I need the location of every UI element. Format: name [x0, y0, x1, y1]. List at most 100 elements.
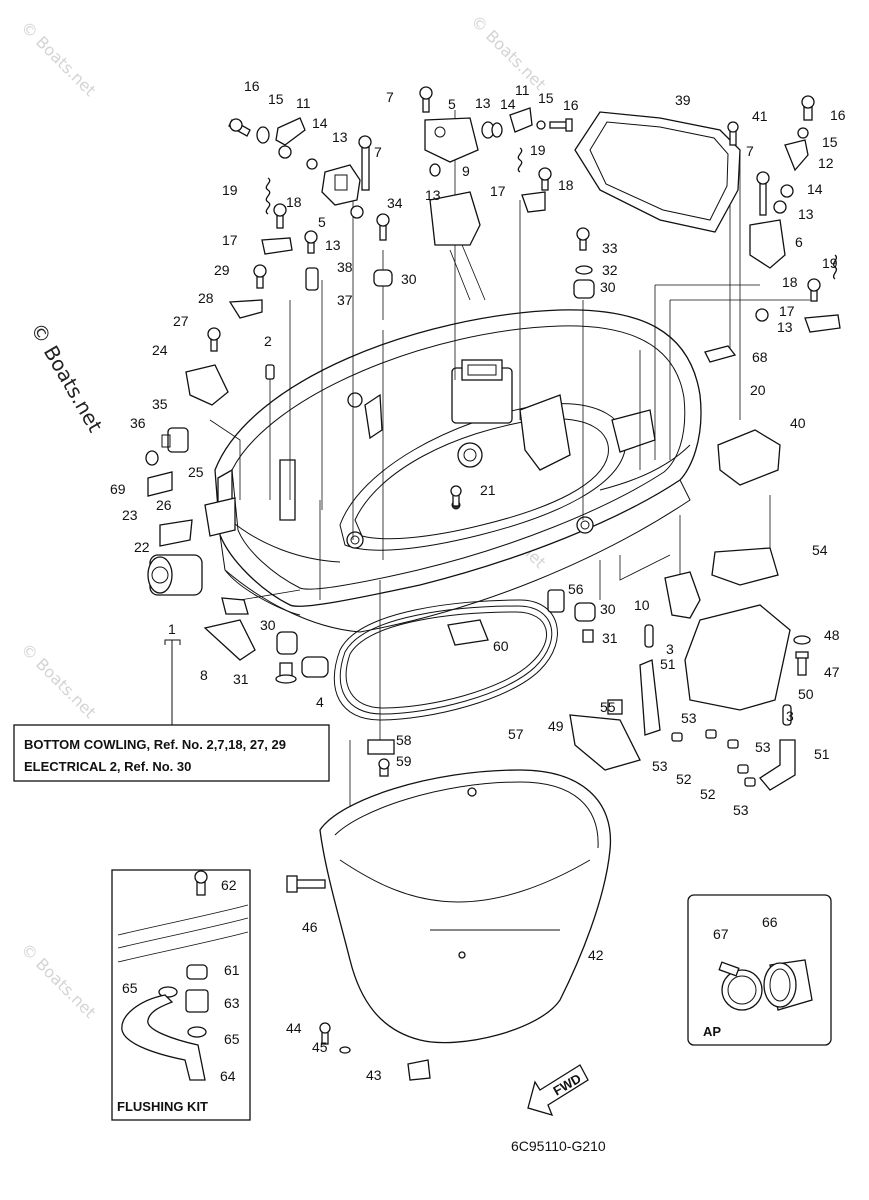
- callout-35: 35: [152, 396, 168, 412]
- callout-15: 15: [822, 134, 838, 150]
- callout-18: 18: [782, 274, 798, 290]
- callout-14: 14: [312, 115, 328, 131]
- callout-13: 13: [325, 237, 341, 253]
- callout-65: 65: [122, 980, 138, 996]
- callout-16: 16: [244, 78, 260, 94]
- callout-9: 9: [462, 163, 470, 179]
- callout-32: 32: [602, 262, 618, 278]
- callout-17: 17: [222, 232, 238, 248]
- callout-19: 19: [222, 182, 238, 198]
- callout-62: 62: [221, 877, 237, 893]
- callout-31: 31: [233, 671, 249, 687]
- callout-53: 53: [733, 802, 749, 818]
- watermark: © Boats.net: [17, 639, 99, 721]
- callout-51: 51: [814, 746, 830, 762]
- callout-45: 45: [312, 1039, 328, 1055]
- callout-1-label: 1: [168, 621, 176, 637]
- callout-13: 13: [798, 206, 814, 222]
- callout-4: 4: [316, 694, 324, 710]
- callout-58: 58: [396, 732, 412, 748]
- callout-59: 59: [396, 753, 412, 769]
- fwd-arrow-icon: [527, 1064, 589, 1116]
- callout-12: 12: [818, 155, 834, 171]
- watermark: © Boats.net: [467, 11, 549, 93]
- ap-label: AP: [703, 1024, 721, 1039]
- callout-24: 24: [152, 342, 168, 358]
- callout-17: 17: [490, 183, 506, 199]
- callout-16: 16: [830, 107, 846, 123]
- callout-5: 5: [448, 96, 456, 112]
- callout-57: 57: [508, 726, 524, 742]
- callout-37: 37: [337, 292, 353, 308]
- callout-29: 29: [214, 262, 230, 278]
- ap-inset: AP: [687, 894, 832, 1046]
- callout-13: 13: [425, 187, 441, 203]
- callout-13: 13: [475, 95, 491, 111]
- callout-66: 66: [762, 914, 778, 930]
- callout-31: 31: [602, 630, 618, 646]
- callout-48: 48: [824, 627, 840, 643]
- callout-18: 18: [558, 177, 574, 193]
- callout-7: 7: [374, 144, 382, 160]
- callout-69: 69: [110, 481, 126, 497]
- flushing-kit-label: FLUSHING KIT: [117, 1099, 208, 1114]
- callout-23: 23: [122, 507, 138, 523]
- callout-43: 43: [366, 1067, 382, 1083]
- callout-56: 56: [568, 581, 584, 597]
- callout-44: 44: [286, 1020, 302, 1036]
- callout-13: 13: [777, 319, 793, 335]
- callout-21: 21: [480, 482, 496, 498]
- reference-line-2: ELECTRICAL 2, Ref. No. 30: [24, 759, 191, 774]
- diagram-code: 6C95110-G210: [511, 1138, 606, 1154]
- callout-15: 15: [538, 90, 554, 106]
- callout-30: 30: [600, 279, 616, 295]
- lower-apron-drawing: [286, 769, 612, 1116]
- callout-27: 27: [173, 313, 189, 329]
- callout-39: 39: [675, 92, 691, 108]
- callout-49: 49: [548, 718, 564, 734]
- callout-52: 52: [676, 771, 692, 787]
- callout-26: 26: [156, 497, 172, 513]
- callout-30: 30: [401, 271, 417, 287]
- callout-11: 11: [296, 95, 311, 111]
- callout-3: 3: [666, 641, 674, 657]
- callout-22: 22: [134, 539, 150, 555]
- callout-16: 16: [563, 97, 579, 113]
- callout-64: 64: [220, 1068, 236, 1084]
- callout-53: 53: [681, 710, 697, 726]
- callout-36: 36: [130, 415, 146, 431]
- callout-25: 25: [188, 464, 204, 480]
- callout-38: 38: [337, 259, 353, 275]
- callout-53: 53: [755, 739, 771, 755]
- watermark: © Boats.net: [17, 939, 99, 1021]
- callout-68: 68: [752, 349, 768, 365]
- callout-42: 42: [588, 947, 604, 963]
- callout-7: 7: [386, 89, 394, 105]
- assembly-lines: [209, 110, 810, 870]
- flushing-kit-inset: FLUSHING KIT: [111, 869, 251, 1121]
- callout-54: 54: [812, 542, 828, 558]
- callout-14: 14: [807, 181, 823, 197]
- callout-46: 46: [302, 919, 318, 935]
- callout-63: 63: [224, 995, 240, 1011]
- reference-line-1: BOTTOM COWLING, Ref. No. 2,7,18, 27, 29: [24, 737, 286, 752]
- callout-50: 50: [798, 686, 814, 702]
- callout-3: 3: [786, 708, 794, 724]
- callout-40: 40: [790, 415, 806, 431]
- callout-60: 60: [493, 638, 509, 654]
- callout-19: 19: [822, 255, 838, 271]
- callout-20: 20: [750, 382, 766, 398]
- callout-19: 19: [530, 142, 546, 158]
- callout-5: 5: [318, 214, 326, 230]
- callout-13: 13: [332, 129, 348, 145]
- callout-15: 15: [268, 91, 284, 107]
- callout-28: 28: [198, 290, 214, 306]
- callout-41: 41: [752, 108, 768, 124]
- watermark: © Boats.net: [17, 17, 99, 99]
- callout-18: 18: [286, 194, 302, 210]
- callout-67: 67: [713, 926, 729, 942]
- callout-34: 34: [387, 195, 403, 211]
